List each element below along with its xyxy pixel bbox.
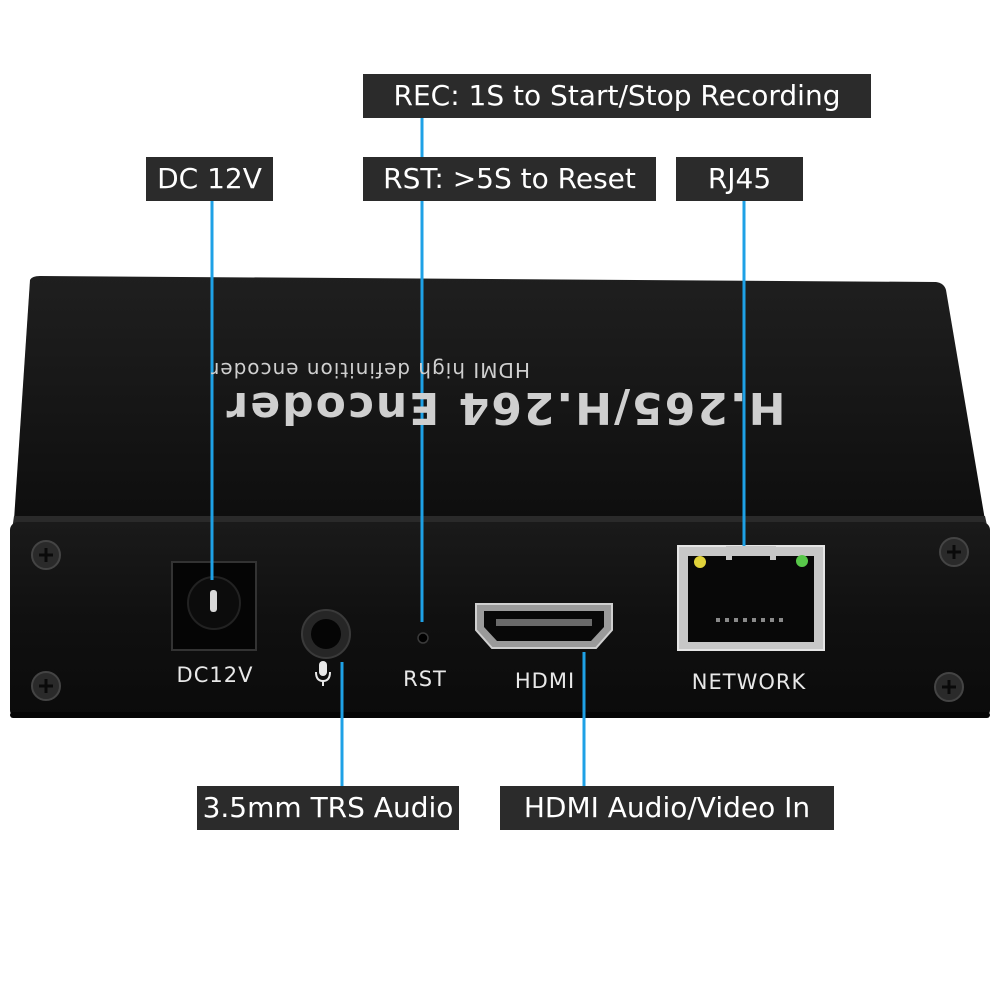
port-label-rst: RST xyxy=(403,667,447,691)
screw-icon xyxy=(939,537,969,567)
device-top-surface xyxy=(14,276,985,520)
port-label-hdmi: HDMI xyxy=(514,669,576,693)
callout-dc: DC 12V xyxy=(146,157,273,201)
port-label-dc: DC12V xyxy=(176,663,254,687)
callout-audio: 3.5mm TRS Audio xyxy=(197,786,459,830)
reset-pinhole-icon xyxy=(417,632,429,644)
microphone-icon xyxy=(315,661,331,686)
led-green-icon xyxy=(796,555,808,567)
callout-rst: RST: >5S to Reset xyxy=(363,157,656,201)
hdmi-port-icon xyxy=(475,603,613,649)
callout-rj45: RJ45 xyxy=(676,157,803,201)
rj45-port-icon xyxy=(677,545,825,651)
audio-jack-icon xyxy=(301,609,351,659)
screw-icon xyxy=(934,672,964,702)
leader-lines xyxy=(210,118,746,786)
screw-icon xyxy=(31,671,61,701)
led-yellow-icon xyxy=(694,556,706,568)
screw-icon xyxy=(31,540,61,570)
callout-rec: REC: 1S to Start/Stop Recording xyxy=(363,74,871,118)
device-title-engraving: H.265/H.264 Encoder xyxy=(224,382,786,433)
device-subtitle-engraving: HDMI high definition encoder xyxy=(210,358,530,382)
port-label-network: NETWORK xyxy=(691,670,807,694)
callout-hdmi-in: HDMI Audio/Video In xyxy=(500,786,834,830)
power-jack-icon xyxy=(171,561,257,651)
